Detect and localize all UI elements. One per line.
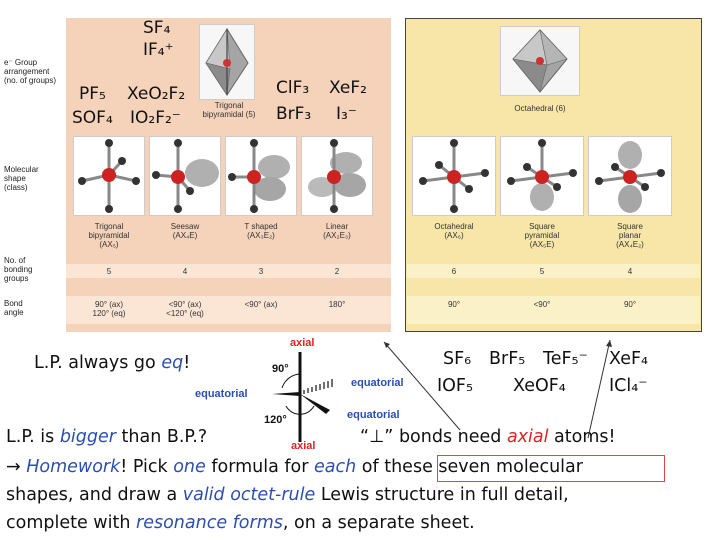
pointer-arrows <box>383 339 612 439</box>
formula-io2f2: IO₂F₂⁻ <box>130 108 181 128</box>
angle-square-planar: 90° <box>623 300 637 309</box>
diagram-angle-120: 120° <box>264 414 287 426</box>
bonding-row-stripe-right <box>407 264 700 278</box>
formula-iof5: IOF₅ <box>437 376 474 396</box>
homework-line-3: complete with resonance forms, on a sepa… <box>6 513 475 533</box>
bonds-linear: 2 <box>334 267 340 276</box>
angle-tbp: 90° (ax) 120° (eq) <box>92 300 126 318</box>
note-lp-bigger: L.P. is bigger than B.P.? <box>6 427 208 447</box>
formula-if4: IF₄⁺ <box>143 40 174 60</box>
angle-seesaw: <90° (ax) <120° (eq) <box>166 300 204 318</box>
formula-sof4: SOF₄ <box>72 108 113 128</box>
shape-name-linear: Linear (AX₂E₃) <box>323 222 351 240</box>
angle-tshape: <90° (ax) <box>244 300 278 309</box>
bonds-seesaw: 4 <box>182 267 188 276</box>
tbp-molecule-image <box>73 136 145 216</box>
angle-linear: 180° <box>328 300 346 309</box>
shape-name-square-pyramidal: Square pyramidal (AX₅E) <box>524 222 560 249</box>
seesaw-molecule-image <box>149 136 221 216</box>
formula-brf3: BrF₃ <box>276 104 312 124</box>
formula-xef2: XeF₂ <box>329 78 367 98</box>
angle-row-stripe <box>66 296 391 324</box>
angle-row-stripe-right <box>407 296 700 324</box>
shape-name-square-planar: Square planar (AX₄E₂) <box>616 222 644 249</box>
square-planar-molecule-image <box>588 136 672 216</box>
shape-name-octahedral: Octahedral (AX₆) <box>434 222 474 240</box>
octahedral-molecule-image <box>412 136 496 216</box>
formula-xeo2f2: XeO₂F₂ <box>127 84 186 104</box>
shape-name-seesaw: Seesaw (AX₄E) <box>170 222 200 240</box>
formula-pf5: PF₅ <box>79 84 106 104</box>
formula-i3: I₃⁻ <box>336 104 357 124</box>
oct-arrangement-label: Octahedral (6) <box>514 104 566 113</box>
formula-brf5: BrF₅ <box>489 349 526 369</box>
note-perp-bonds: “⊥” bonds need axial atoms! <box>360 427 616 447</box>
formula-sf6: SF₆ <box>443 349 472 369</box>
angle-octahedral: 90° <box>447 300 461 309</box>
diagram-equatorial-right: equatorial <box>351 377 404 389</box>
shape-name-tbp: Trigonal bipyramidal (AX₅) <box>88 222 130 249</box>
tbp-arrangement-image <box>199 24 255 100</box>
diagram-angle-90: 90° <box>272 363 289 375</box>
bonds-tshape: 3 <box>258 267 264 276</box>
bonds-tbp: 5 <box>106 267 112 276</box>
tbp-arrangement-label: Trigonal bipyramidal (5) <box>202 101 256 119</box>
linear-molecule-image <box>301 136 373 216</box>
bonding-row-stripe <box>66 264 391 278</box>
square-pyramidal-molecule-image <box>500 136 584 216</box>
diagram-axial-bottom: axial <box>291 440 316 452</box>
diagram-equatorial-bottom: equatorial <box>347 409 400 421</box>
formula-icl4: ICl₄⁻ <box>609 376 648 396</box>
shape-name-tshape: T shaped (AX₃E₂) <box>244 222 278 240</box>
formula-sf4: SF₄ <box>143 18 171 38</box>
tshape-molecule-image <box>225 136 297 216</box>
axial-equatorial-diagram <box>272 352 333 442</box>
highlight-box <box>437 455 665 482</box>
formula-xeof4: XeOF₄ <box>513 376 566 396</box>
diagram-equatorial-left: equatorial <box>195 388 248 400</box>
bonds-square-pyramidal: 5 <box>539 267 545 276</box>
oct-arrangement-image <box>500 26 580 96</box>
formula-clf3: ClF₃ <box>276 78 310 98</box>
angle-square-pyramidal: <90° <box>533 300 551 309</box>
bonds-octahedral: 6 <box>451 267 457 276</box>
formula-xef4: XeF₄ <box>609 349 649 369</box>
homework-line-1: → Homework! Pick one formula for each of… <box>6 457 583 477</box>
bonds-square-planar: 4 <box>627 267 633 276</box>
note-lp-eq: L.P. always go eq! <box>34 353 191 373</box>
formula-tef5: TeF₅⁻ <box>543 349 588 369</box>
homework-line-2: shapes, and draw a valid octet-rule Lewi… <box>6 485 569 505</box>
diagram-axial-top: axial <box>290 337 315 349</box>
